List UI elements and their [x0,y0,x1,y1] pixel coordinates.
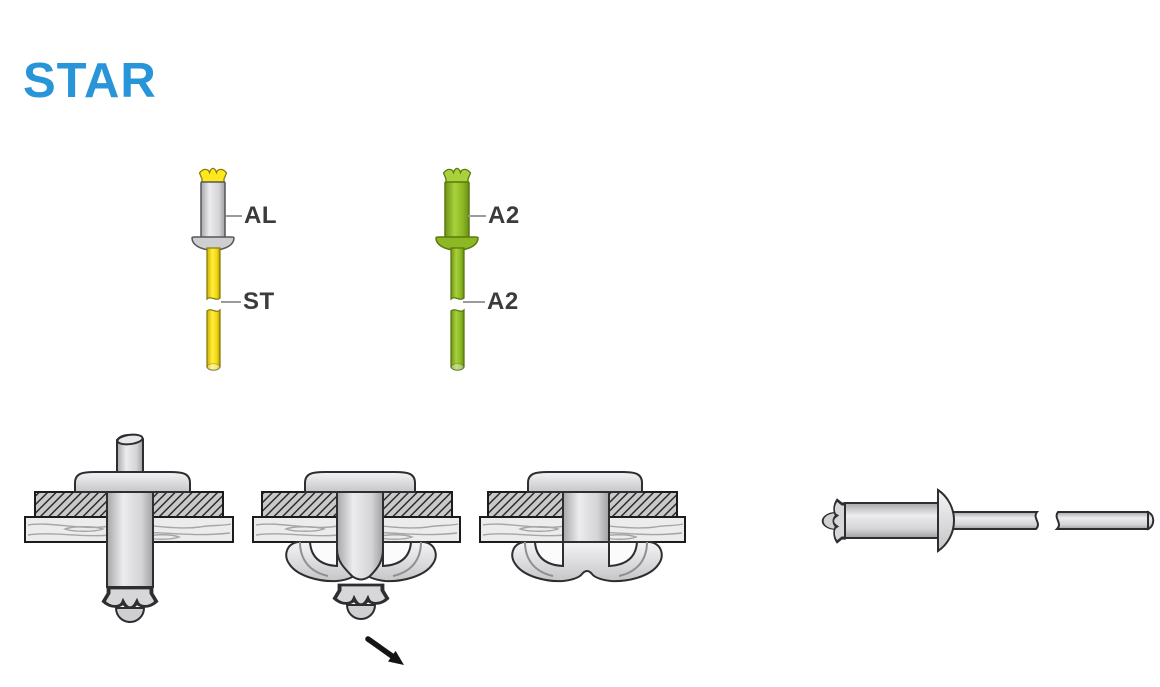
mandrel-crown-icon [198,167,228,184]
rivet-dome-head [527,471,643,493]
figure-step1-rivet-inserted [24,433,234,623]
mandrel-stem-top [116,433,144,475]
leader-line-a2-mandrel [463,301,485,303]
rivet-body [844,502,941,539]
rivet-dome-head [937,488,956,553]
bulb-fold-right [608,541,639,568]
bulb-fold-right [382,541,413,568]
label-body-material-al: AL [244,202,277,229]
rivet-body [444,181,470,239]
figure-step2-rivet-set [252,471,461,620]
rivet-body-through-sheets [562,491,610,543]
brand-logo: STAR [23,54,157,108]
mandrel-crown-icon [831,498,847,544]
rivet-body [200,181,226,239]
mandrel-stem-upper [450,247,465,301]
rivet-flange [191,236,235,251]
arrow-head [388,650,404,665]
mandrel-tip-dome [346,604,376,620]
leader-line-al [226,215,242,217]
rivet-body-column [336,491,384,581]
arrow-shaft [365,636,395,659]
mandrel-stem-upper [206,247,221,301]
bulb-fold-left [533,541,564,568]
legend-rivet-al-st [191,167,235,371]
stem-end-cap [1147,510,1155,531]
label-body-material-a2: A2 [488,202,520,229]
mandrel-crown-icon [101,586,159,610]
stem-end-face [206,363,221,371]
rivet-flange [435,236,479,251]
rivet-dome-head [304,471,416,493]
mandrel-stem-segment-1 [952,511,1040,530]
figure-step3-finished-rivet [479,471,686,583]
mandrel-tip-dome [115,607,145,623]
mandrel-crown-icon [332,583,390,607]
rivet-dome-head [74,471,191,493]
leader-line-st [221,301,241,303]
stem-end-face [450,363,465,371]
mandrel-crown-icon [442,167,472,184]
leader-line-a2-body [468,215,486,217]
rivet-body-through-sheets [106,491,154,588]
bulb-fold-left [308,541,338,568]
bulb-shading-arcs [299,541,422,577]
mandrel-discard-arrow-icon [365,636,404,665]
mandrel-stem-segment-2 [1054,511,1149,530]
expanded-bulb [511,541,663,583]
legend-rivet-a2 [435,167,479,371]
label-mandrel-material-a2: A2 [487,288,519,315]
label-mandrel-material-st: ST [243,288,275,315]
mandrel-stem-lower [206,308,221,371]
bulb-shading-arcs [524,541,648,577]
figure-rivet-side-view [821,488,1155,553]
mandrel-stem-lower [450,308,465,371]
